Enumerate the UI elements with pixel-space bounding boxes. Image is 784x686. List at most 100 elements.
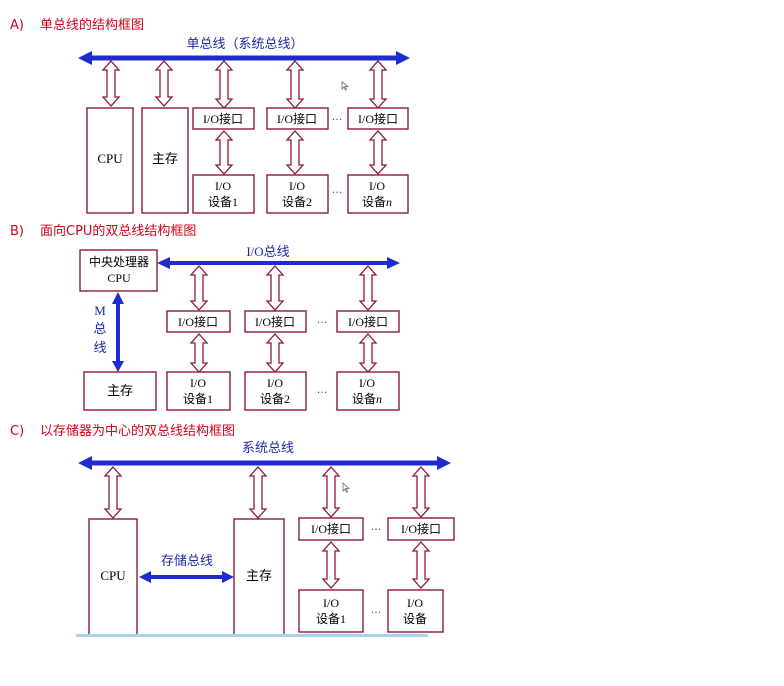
diagram-c-io-device-2: [387, 589, 444, 633]
diagram-a-cpu-label: CPU: [97, 151, 123, 166]
diagram-a-ellipsis-1: ···: [332, 113, 343, 126]
diagram-b-m-bus-label-3: 线: [93, 341, 106, 356]
diagram-b-arrow-io1: [189, 265, 209, 311]
diagram-a-arrow-devn: [368, 130, 388, 175]
diagram-a-arrow-io1: [214, 60, 234, 109]
diagram-b-io-device-n-var: n: [376, 392, 382, 406]
diagram-c-cpu-box: [88, 518, 138, 637]
diagram-a-io-device-n: [347, 174, 409, 214]
diagram-b-io-device-2-line1: I/O: [267, 376, 283, 390]
diagram-c-cpu-label: CPU: [100, 568, 126, 583]
diagram-b-arrow-io2: [265, 265, 285, 311]
diagram-c-io-device-1: [298, 589, 364, 633]
diagram-b-cpu-box: [79, 249, 158, 292]
diagram-c-storage-bus: [139, 571, 234, 583]
diagram-c-arrow-io1: [321, 466, 341, 518]
diagram-c-memory-box: [233, 518, 285, 637]
diagram-b-memory-label: 主存: [107, 383, 133, 398]
cursor-icon: [341, 81, 350, 91]
diagram-b-io-device-n: [336, 371, 400, 411]
diagram-a-io-interface-n: [347, 107, 409, 130]
diagram-a-cpu-box: [86, 107, 134, 214]
diagram-a-bus-label: 单总线（系统总线）: [186, 37, 303, 52]
diagram-c-arrow-memory: [248, 466, 268, 519]
diagram-a-io-device-1-line2: 设备1: [208, 195, 238, 209]
diagram-c-bus-label: 系统总线: [242, 441, 294, 456]
diagram-b-io-device-1: [166, 371, 231, 411]
cursor-icon: [342, 482, 350, 493]
diagram-a-arrow-cpu: [101, 60, 121, 107]
diagram-c-io-interface-1-label: I/O接口: [311, 521, 351, 536]
diagram-a-io-device-n-line2: 设备n: [362, 195, 392, 209]
diagram-b-io-interface-1-label: I/O接口: [178, 314, 218, 329]
diagram-c-arrow-io2: [411, 466, 431, 518]
diagram-b-io-device-2-line2: 设备2: [260, 392, 290, 406]
diagram-b-ellipsis-2: ···: [317, 386, 328, 399]
diagram-c-io-interface-1: [298, 517, 364, 541]
diagram-a-io-interface-2-label: I/O接口: [277, 111, 317, 126]
diagram-b-cpu-line1: 中央处理器: [89, 254, 149, 269]
section-c-text: 以存储器为中心的双总线结构框图: [40, 424, 236, 439]
diagram-a-io-device-n-var: n: [386, 195, 392, 209]
diagram-b-m-bus: [112, 292, 124, 372]
diagram-a-io-interface-n-label: I/O接口: [358, 111, 398, 126]
diagram-c-io-interface-2-label: I/O接口: [401, 521, 441, 536]
diagram-b-io-bus: [157, 257, 400, 269]
diagram-a-io-device-2-line2: 设备2: [282, 195, 312, 209]
diagram-b: 中央处理器 CPU I/O总线 M 总 线 主存 I/O接口 I/O接口 ···…: [79, 244, 400, 411]
diagram-b-bus-label: I/O总线: [246, 244, 289, 259]
diagram-b-arrow-devn: [358, 333, 378, 373]
diagram-b-arrow-ion: [358, 265, 378, 311]
diagram-b-arrow-dev1: [189, 333, 209, 373]
diagram-a-arrow-ion: [368, 60, 388, 109]
diagram-c-io-device-1-line2: 设备1: [316, 612, 346, 626]
diagram-c-ellipsis-1: ···: [371, 523, 382, 536]
diagram-a-io-device-n-line1: I/O: [369, 179, 385, 193]
diagram-c-arrow-dev2: [411, 541, 431, 589]
diagram-a-io-device-n-word: 设备: [362, 195, 386, 209]
diagram-b-io-device-n-line2: 设备n: [352, 392, 382, 406]
diagram-a-arrow-dev2: [285, 130, 305, 175]
diagram-b-io-device-n-line1: I/O: [359, 376, 375, 390]
diagram-a-io-device-2-line1: I/O: [289, 179, 305, 193]
diagram-a-memory-label: 主存: [152, 151, 178, 166]
diagram-c-io-device-2-line1: I/O: [407, 596, 423, 610]
diagram-b-io-interface-n: [336, 310, 400, 333]
section-a-letter: A): [10, 18, 24, 33]
diagram-b-io-interface-n-label: I/O接口: [348, 314, 388, 329]
diagram-b-m-bus-label-1: M: [94, 303, 106, 318]
diagram-c-memory-label: 主存: [246, 568, 272, 583]
section-a-title: A) 单总线的结构框图: [10, 14, 144, 33]
diagram-c-ellipsis-2: ···: [371, 606, 382, 619]
diagram-b-arrow-dev2: [265, 333, 285, 373]
diagram-a-ellipsis-2: ···: [332, 186, 343, 199]
diagram-b-io-interface-2-label: I/O接口: [255, 314, 295, 329]
diagram-a-io-device-1: [192, 174, 255, 214]
diagram-a-arrow-memory: [154, 60, 174, 107]
diagram-a-memory-box: [141, 107, 189, 214]
section-b-title: B) 面向CPU的双总线结构框图: [10, 220, 196, 239]
diagram-c-io-device-1-line1: I/O: [323, 596, 339, 610]
diagram-c-bottom-rule: [76, 634, 428, 637]
diagram-c-io-device-2-line2: 设备: [403, 612, 427, 626]
diagram-c: 系统总线 CPU 存储总线 主存 I/O接口 ··· I/O接口 I/O 设备1…: [76, 441, 455, 637]
section-c-title: C)以存储器为中心的双总线结构框图: [10, 420, 235, 439]
diagram-a-arrow-dev1: [214, 130, 234, 175]
section-b-letter: B): [10, 224, 24, 239]
diagram-b-io-device-n-word: 设备: [352, 392, 376, 406]
diagram-a-system-bus: [78, 51, 410, 65]
diagram-a: 单总线（系统总线） CPU 主存 I/O接口 I/O接口 ··· I/O接口 I…: [78, 37, 410, 214]
diagram-b-io-device-1-line2: 设备1: [183, 392, 213, 406]
diagram-a-arrow-io2: [285, 60, 305, 109]
diagram-b-io-interface-2: [244, 310, 307, 333]
diagram-c-arrow-cpu: [103, 466, 123, 519]
diagram-a-io-device-1-line1: I/O: [215, 179, 231, 193]
section-a-text: 单总线的结构框图: [40, 18, 145, 33]
diagram-b-io-interface-1: [166, 310, 231, 333]
diagram-b-ellipsis-1: ···: [317, 316, 328, 329]
diagram-a-io-interface-1: [192, 107, 255, 130]
diagram-b-io-device-2: [244, 371, 307, 411]
section-b-text: 面向CPU的双总线结构框图: [40, 224, 197, 239]
diagram-b-m-bus-label-2: 总: [93, 322, 106, 337]
